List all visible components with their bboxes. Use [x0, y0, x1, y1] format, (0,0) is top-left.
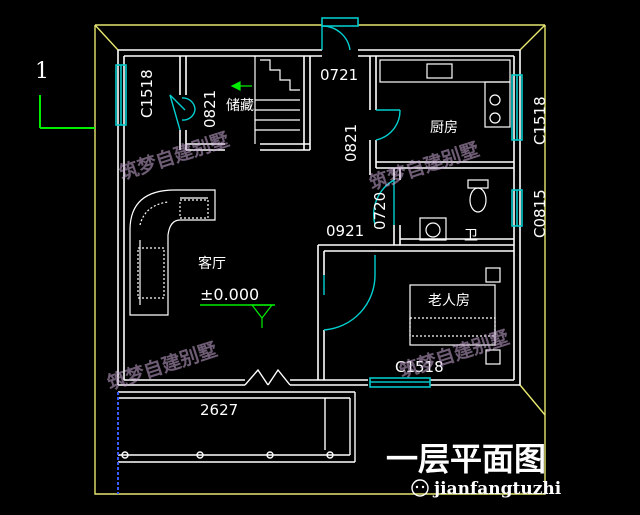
room-kitchen: 厨房 — [430, 120, 458, 136]
door-code-storage: 0821 — [201, 90, 219, 128]
site-name: jianfangtuzhi — [432, 479, 562, 499]
window-code-right-top: C1518 — [531, 96, 549, 145]
watermark: 筑梦自建别墅 — [104, 338, 220, 395]
bed — [409, 267, 501, 365]
level-marker: ±0.000 — [200, 285, 275, 328]
axis-marker-label: 1 — [35, 59, 49, 84]
sofa — [129, 189, 216, 316]
dimension-bottom: 2627 — [200, 401, 238, 419]
staircase — [230, 56, 300, 144]
doors — [169, 25, 401, 386]
window-code-right-mid: C0815 — [531, 189, 549, 238]
site-outline — [94, 24, 546, 495]
site-badge: jianfangtuzhi — [411, 479, 562, 499]
walls — [117, 49, 521, 386]
door-code-bath: 0720 — [371, 192, 389, 230]
kitchen-fixtures — [379, 59, 511, 128]
door-code-kitchen: 0821 — [342, 124, 360, 162]
window-code-bedroom: C1518 — [395, 358, 444, 376]
axis-marker: 1 — [35, 59, 95, 129]
room-living: 客厅 — [198, 255, 226, 272]
drawing-title: 一层平面图 — [386, 440, 546, 478]
chat-icon — [411, 479, 429, 497]
door-code-bedroom: 0921 — [326, 222, 364, 240]
bathroom-fixtures — [419, 179, 489, 241]
room-storage: 储藏 — [226, 98, 254, 114]
level-label: ±0.000 — [200, 285, 259, 304]
watermark: 筑梦自建别墅 — [116, 128, 232, 185]
watermark: 筑梦自建别墅 — [396, 326, 512, 383]
room-elder-bedroom: 老人房 — [428, 293, 470, 309]
watermark: 筑梦自建别墅 — [366, 138, 482, 195]
windows — [115, 17, 523, 388]
terrace — [118, 391, 356, 463]
room-bathroom: 卫 — [464, 228, 478, 244]
window-code-left: C1518 — [138, 69, 156, 118]
door-code-entry: 0721 — [320, 66, 358, 84]
